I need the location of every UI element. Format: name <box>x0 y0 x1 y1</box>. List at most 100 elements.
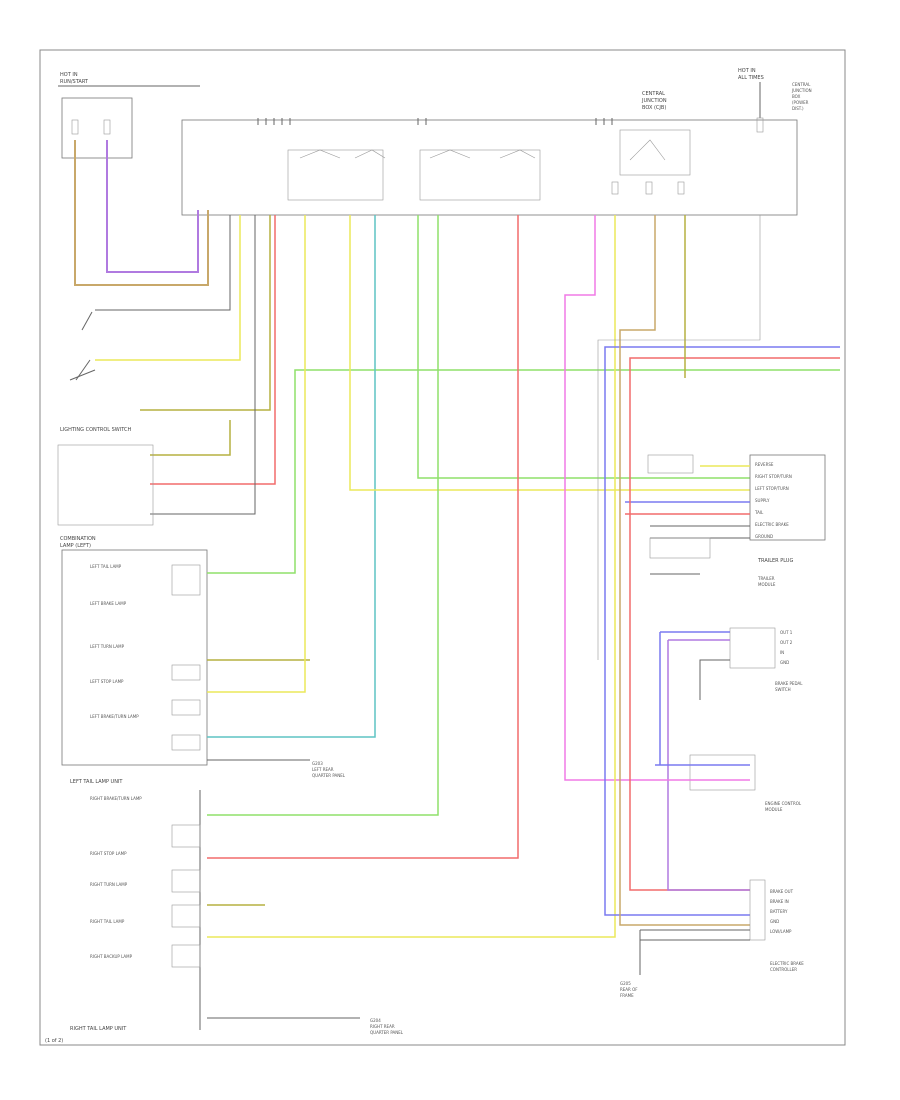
ebrake-pin-4: GND <box>770 919 779 924</box>
cjb-switch-4 <box>499 149 536 159</box>
brake-pin-3: IN <box>780 650 784 655</box>
trailer-module-label-2: MODULE <box>758 582 776 587</box>
fuse-3 <box>677 181 685 195</box>
brake-pin-1: OUT 1 <box>780 630 793 635</box>
cjb-relay-3 <box>619 129 691 176</box>
hot-always-label: HOT IN <box>738 68 756 74</box>
wire-blue-bus <box>604 346 840 916</box>
trailer-bottom-conn <box>649 537 711 559</box>
cjb-switch-2 <box>354 149 386 159</box>
left-lamp-4: LEFT STOP LAMP <box>90 679 124 684</box>
ebrake-label-2: CONTROLLER <box>770 967 797 972</box>
ebrake-pin-5: LOW/LAMP <box>770 929 792 934</box>
fuse-1 <box>611 181 619 195</box>
cjb-switch-1 <box>299 149 341 159</box>
fuse-4 <box>756 117 764 133</box>
power-dist-label-4: (POWER <box>792 100 809 105</box>
wire-green-vert-2 <box>207 215 439 816</box>
brake-switch-label-2: SWITCH <box>775 687 791 692</box>
switch-contact-2 <box>75 359 91 381</box>
trailer-pin-6: ELECTRIC BRAKE <box>755 522 789 527</box>
cjb-switch-5 <box>629 139 666 161</box>
wire-gray-lower <box>150 215 256 515</box>
wire-gray-switch-2 <box>69 369 96 381</box>
left-lamp-5: LEFT BRAKE/TURN LAMP <box>90 714 139 719</box>
left-tail-unit-label: LEFT TAIL LAMP UNIT <box>70 779 123 785</box>
ecm-label: ENGINE CONTROL <box>765 801 802 806</box>
left-fuse-block <box>61 97 133 159</box>
cjb-label-2: JUNCTION <box>641 98 667 104</box>
right-lamp-2: RIGHT STOP LAMP <box>90 851 127 856</box>
wire-tan-bus <box>619 215 750 926</box>
wire-gray-switch-top <box>95 215 231 311</box>
left-connector-block <box>57 444 154 526</box>
ground-left-label-3: QUARTER PANEL <box>312 773 346 778</box>
cjb-label: CENTRAL <box>642 91 665 97</box>
left-combination-lamp <box>61 549 208 766</box>
combo-left-label: COMBINATION <box>60 536 96 542</box>
ebrake-pin-3: BATTERY <box>770 909 788 914</box>
wire-olive-2 <box>150 420 231 456</box>
trailer-pin-3: LEFT STOP/TURN <box>755 486 789 491</box>
cjb-relay-1 <box>287 149 384 201</box>
ground-left-label: G203 <box>312 761 323 766</box>
ground-bottom-label-2: REAR OF <box>620 987 638 992</box>
ecm-label-2: MODULE <box>765 807 783 812</box>
brake-pin-4: GND <box>780 660 789 665</box>
wire-purple-down <box>667 640 750 891</box>
page-footer: (1 of 2) <box>45 1038 63 1044</box>
left-lamp-1: LEFT TAIL LAMP <box>90 564 122 569</box>
diagram-frame <box>39 49 846 1046</box>
ground-bottom-label: G205 <box>620 981 631 986</box>
cjb-relay-2 <box>419 149 541 201</box>
right-lamp-1: RIGHT BRAKE/TURN LAMP <box>90 796 142 801</box>
trailer-left-conn <box>647 454 694 474</box>
left-lamp-2: LEFT BRAKE LAMP <box>90 601 127 606</box>
wire-olive-switch <box>140 215 271 411</box>
right-tail-unit-label: RIGHT TAIL LAMP UNIT <box>70 1026 127 1032</box>
wire-yellow-left-lamp <box>207 215 306 693</box>
trailer-plug-label: TRAILER PLUG <box>757 558 793 564</box>
wire-green-left <box>207 369 840 574</box>
wire-yellow-vert <box>349 215 750 491</box>
right-lamp-bulbs <box>171 824 201 968</box>
power-dist-label-5: DIST.) <box>792 106 804 111</box>
cjb-label-3: BOX (CJB) <box>642 105 666 111</box>
wire-purple-left <box>106 140 199 273</box>
brake-switch-label: BRAKE PEDAL <box>775 681 803 686</box>
right-lamp-4: RIGHT TAIL LAMP <box>90 919 125 924</box>
wire-red-1 <box>150 215 276 485</box>
wire-red-bus <box>629 357 840 891</box>
left-fuse-b <box>103 119 111 135</box>
power-dist-label-2: JUNCTION <box>791 88 812 93</box>
ebrake-pin-1: BRAKE OUT <box>770 889 794 894</box>
hot-run-label: HOT IN <box>60 72 78 78</box>
wire-green-vert <box>417 215 750 479</box>
hot-run-label-2: RUN/START <box>60 79 89 85</box>
wire-tan-left <box>74 140 209 286</box>
brake-pin-2: OUT 2 <box>780 640 793 645</box>
left-lamp-bulbs <box>171 564 201 751</box>
power-dist-label-3: BOX <box>792 94 801 99</box>
trailer-module-label: TRAILER <box>757 576 775 581</box>
ground-right-label-3: QUARTER PANEL <box>370 1030 404 1035</box>
switch-contact-1 <box>81 311 93 331</box>
left-fuse-a <box>71 119 79 135</box>
left-lamp-3: LEFT TURN LAMP <box>90 644 125 649</box>
trailer-pin-5: TAIL <box>754 510 764 515</box>
right-lamp-3: RIGHT TURN LAMP <box>90 882 128 887</box>
lighting-switch-label: LIGHTING CONTROL SWITCH <box>60 427 131 433</box>
ground-bottom-label-3: FRAME <box>620 993 634 998</box>
cjb-switch-3 <box>429 149 471 159</box>
wire-red-vert <box>207 215 519 859</box>
trailer-pin-2: RIGHT STOP/TURN <box>755 474 792 479</box>
fuse-2 <box>645 181 653 195</box>
wire-yellow-right-lamp <box>207 215 616 938</box>
wire-yellow-switch <box>95 215 241 361</box>
wire-teal-left-lamp <box>207 215 376 738</box>
central-junction-box <box>181 119 798 216</box>
trailer-pin-7: GROUND <box>755 534 773 539</box>
hot-always-label-2: ALL TIMES <box>738 75 764 81</box>
ground-left-label-2: LEFT REAR <box>312 767 334 772</box>
